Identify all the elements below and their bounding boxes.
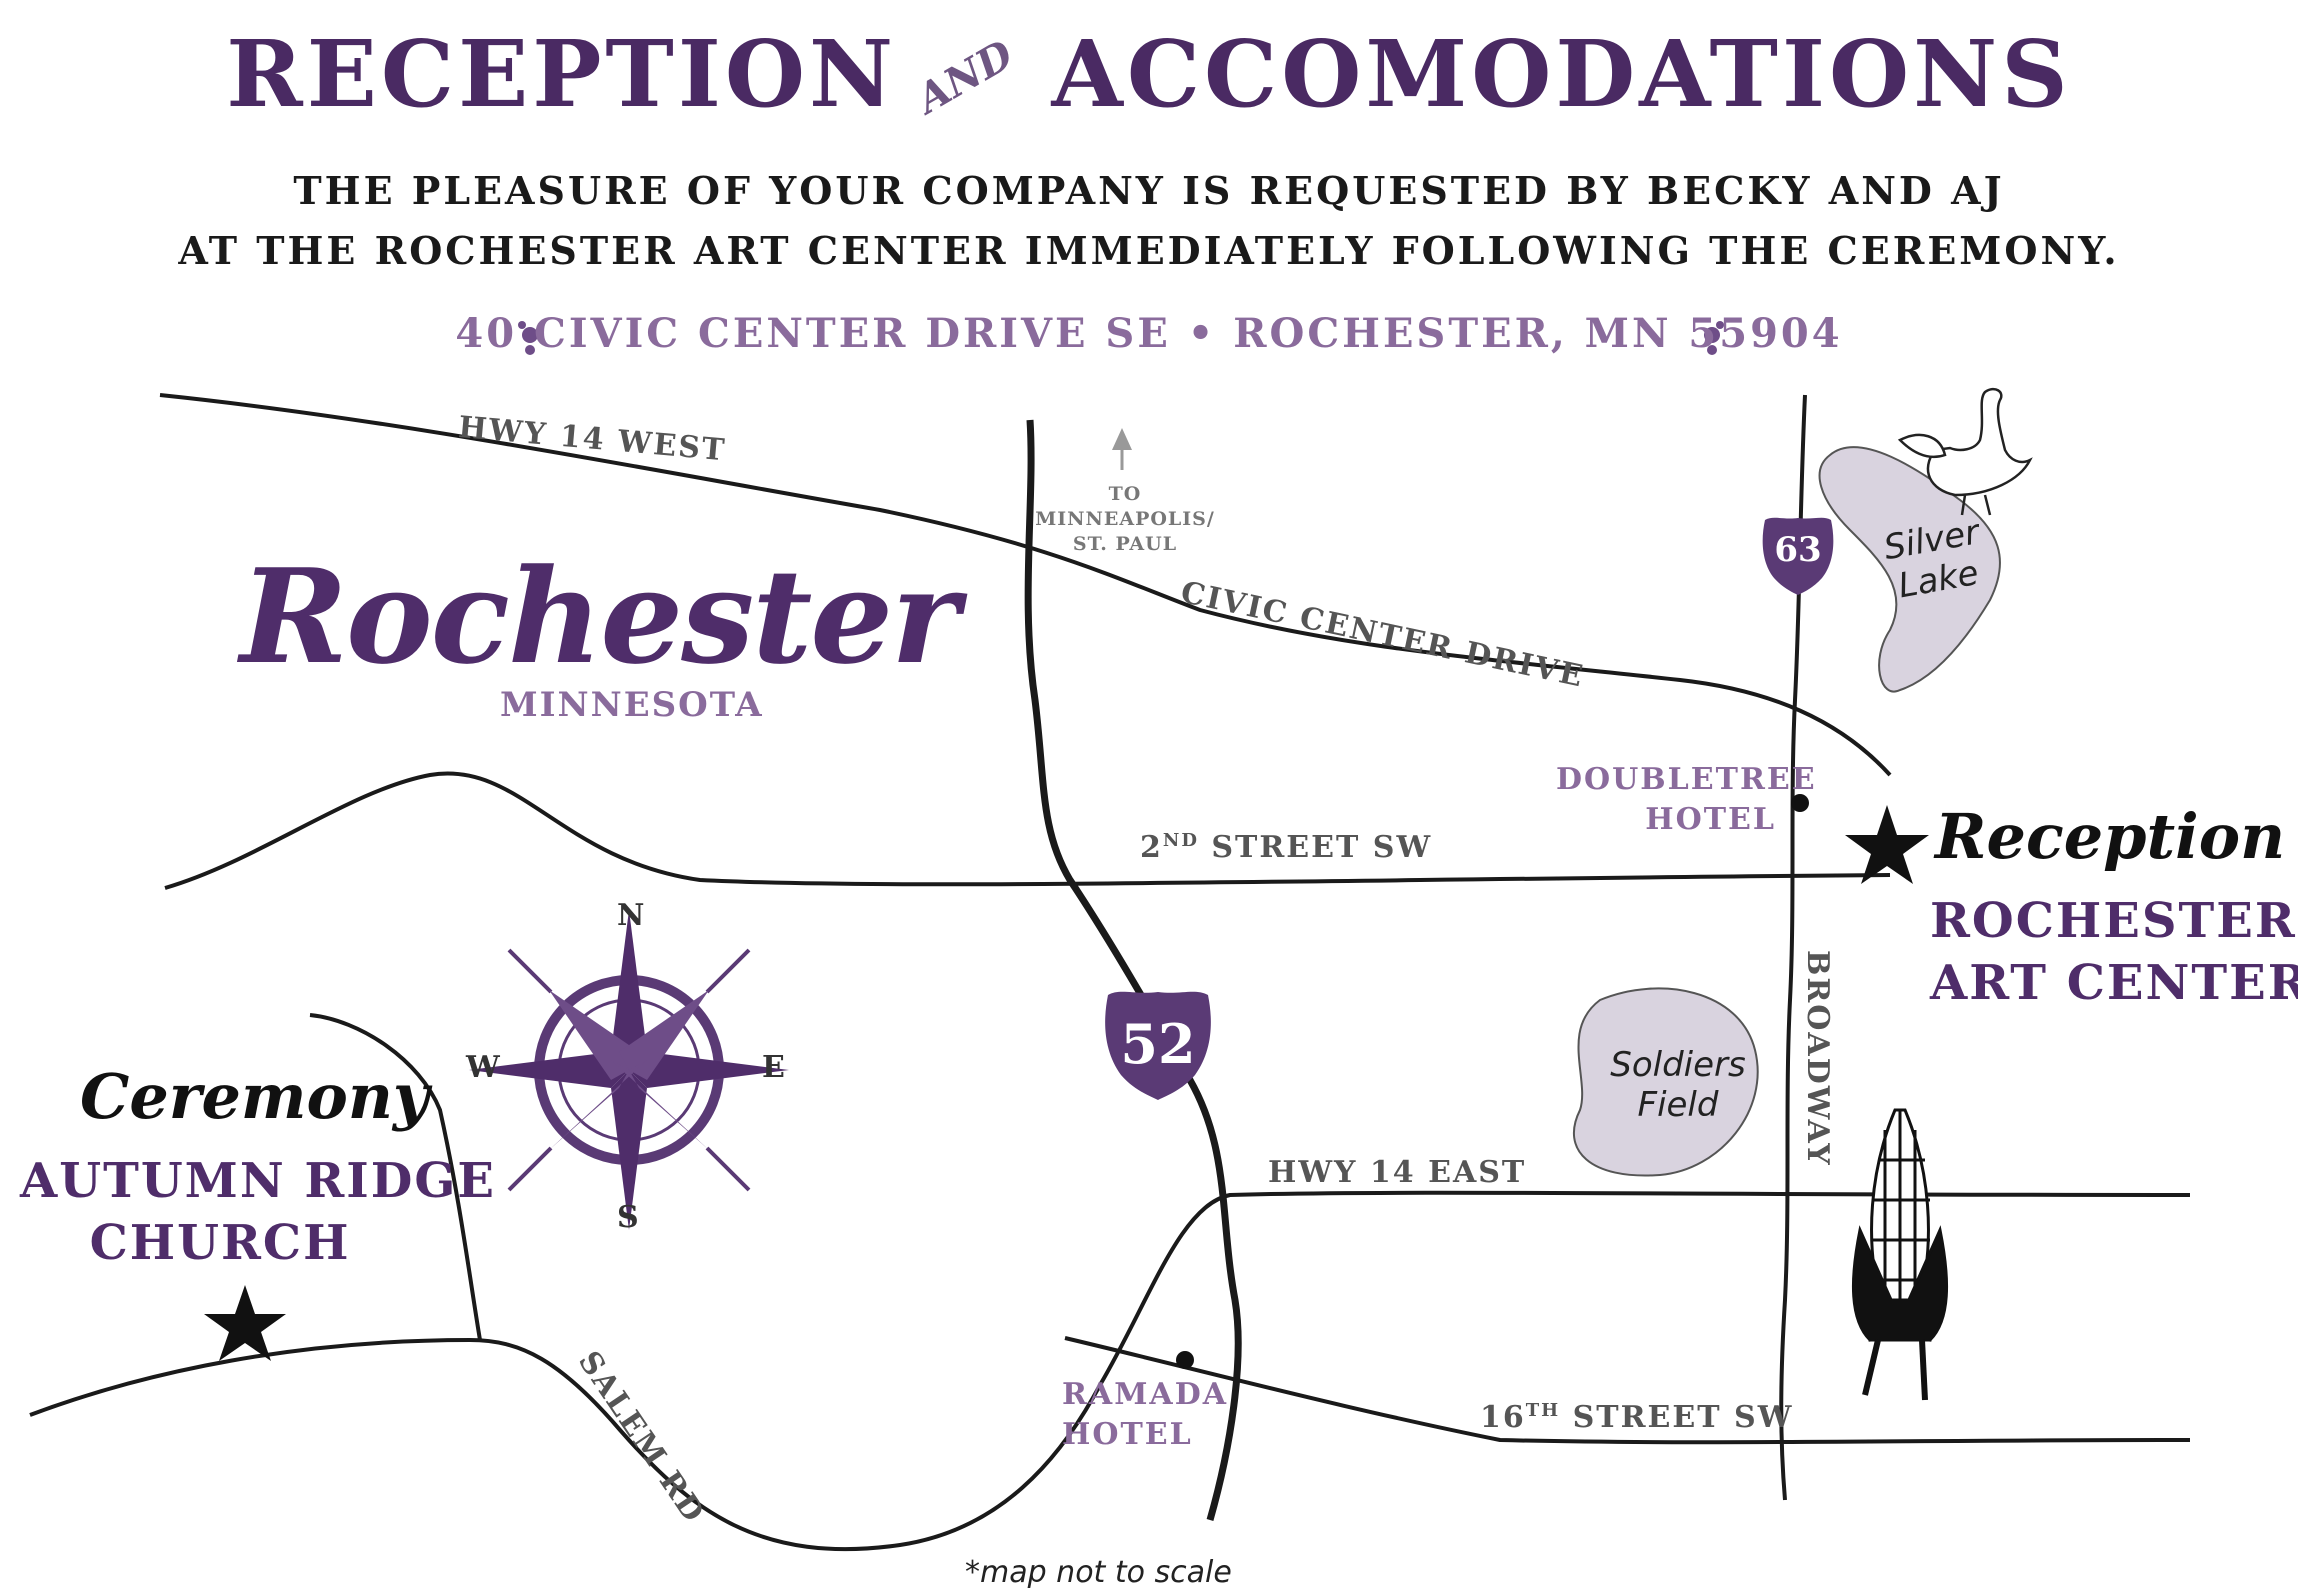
road-main-west bbox=[29, 1338, 471, 1417]
hwy63-label: 63 bbox=[1774, 530, 1822, 570]
label-16th-street: 16TH STREET SW bbox=[1480, 1400, 1793, 1435]
reception-address: 40 CIVIC CENTER DRIVE SE • ROCHESTER, MN… bbox=[455, 310, 1843, 357]
reception-venue: ROCHESTER ART CENTER bbox=[1930, 890, 2298, 1014]
ramada-hotel-label: RAMADA HOTEL bbox=[1062, 1375, 1242, 1455]
title-and: AND bbox=[909, 30, 1022, 123]
road-hwy14west bbox=[159, 393, 1892, 777]
reception-venue-line1: ROCHESTER bbox=[1930, 893, 2297, 949]
compass-west: W bbox=[466, 1050, 500, 1085]
title-right: ACCOMODATIONS bbox=[1051, 20, 2072, 128]
ceremony-star-icon bbox=[204, 1285, 286, 1361]
invitation-line-1: THE PLEASURE OF YOUR COMPANY IS REQUESTE… bbox=[293, 168, 2005, 213]
road-hwy52 bbox=[1024, 419, 1242, 1521]
goose-icon bbox=[1897, 387, 2033, 516]
label-16th-rest: STREET SW bbox=[1560, 1400, 1794, 1435]
label-broadway: BROADWAY bbox=[1800, 950, 1835, 1167]
road-salem bbox=[309, 1013, 482, 1341]
label-2nd-sup: ND bbox=[1162, 830, 1199, 851]
compass-east: E bbox=[762, 1050, 785, 1085]
ceremony-script-label: Ceremony bbox=[80, 1060, 429, 1133]
compass-north: N bbox=[617, 898, 645, 933]
ramada-line2: HOTEL bbox=[1062, 1417, 1193, 1452]
doubletree-line2: HOTEL bbox=[1645, 802, 1776, 837]
doubletree-hotel-label: DOUBLETREE HOTEL bbox=[1556, 760, 1817, 840]
to-minneapolis-line1: TO bbox=[1108, 483, 1142, 505]
flourish-right-icon bbox=[1704, 321, 1724, 355]
compass-rose bbox=[469, 910, 789, 1230]
label-16th-sup: TH bbox=[1525, 1400, 1561, 1421]
ramada-line1: RAMADA bbox=[1062, 1377, 1228, 1412]
arrow-up-icon bbox=[1112, 428, 1132, 470]
ceremony-venue-line1: AUTUMN RIDGE bbox=[20, 1153, 496, 1209]
city-name: Rochester bbox=[240, 540, 960, 693]
road-2nd-street bbox=[164, 771, 1891, 890]
hwy63-shield-icon bbox=[1762, 517, 1834, 595]
flourish-left-icon bbox=[518, 321, 538, 355]
reception-venue-line2: ART CENTER bbox=[1930, 955, 2298, 1011]
road-hwy14east-lower bbox=[469, 1338, 1102, 1552]
map-scale-note: *map not to scale bbox=[965, 1555, 1232, 1590]
title-left: RECEPTION bbox=[226, 20, 898, 128]
reception-script-label: Reception bbox=[1935, 800, 2286, 873]
invitation-line-2: AT THE ROCHESTER ART CENTER IMMEDIATELY … bbox=[178, 228, 2120, 273]
label-2nd-rest: STREET SW bbox=[1198, 830, 1433, 865]
soldiers-field bbox=[1573, 987, 1759, 1177]
label-2nd-num: 2 bbox=[1140, 830, 1163, 865]
label-2nd-street: 2ND STREET SW bbox=[1140, 830, 1432, 865]
ramada-dot bbox=[1176, 1351, 1194, 1369]
soldiers-field-line1: Soldiers bbox=[1610, 1045, 1746, 1085]
road-16th-street bbox=[1064, 1336, 2191, 1445]
road-hwy14east bbox=[1098, 1190, 2191, 1387]
ceremony-venue-line2: CHURCH bbox=[89, 1215, 351, 1271]
corn-tower-icon bbox=[1852, 1108, 1948, 1401]
label-16th-num: 16 bbox=[1480, 1400, 1526, 1435]
to-minneapolis-line3: ST. PAUL bbox=[1072, 533, 1178, 555]
label-hwy14east: HWY 14 EAST bbox=[1268, 1155, 1527, 1190]
reception-star-icon bbox=[1845, 805, 1929, 884]
hwy52-shield-icon bbox=[1105, 991, 1211, 1100]
to-minneapolis-label: TO MINNEAPOLIS/ ST. PAUL bbox=[1030, 482, 1220, 557]
doubletree-dot bbox=[1791, 794, 1809, 812]
silver-lake bbox=[1818, 446, 2001, 693]
city-state: MINNESOTA bbox=[500, 685, 764, 725]
soldiers-field-label: Soldiers Field bbox=[1598, 1045, 1758, 1125]
ceremony-venue: AUTUMN RIDGE CHURCH bbox=[20, 1150, 496, 1274]
to-minneapolis-line2: MINNEAPOLIS/ bbox=[1035, 508, 1215, 530]
road-broadway bbox=[1779, 394, 1807, 1501]
soldiers-field-line2: Field bbox=[1637, 1085, 1719, 1125]
hwy52-label: 52 bbox=[1120, 1012, 1196, 1076]
doubletree-line1: DOUBLETREE bbox=[1556, 762, 1817, 797]
compass-south: S bbox=[617, 1200, 639, 1235]
